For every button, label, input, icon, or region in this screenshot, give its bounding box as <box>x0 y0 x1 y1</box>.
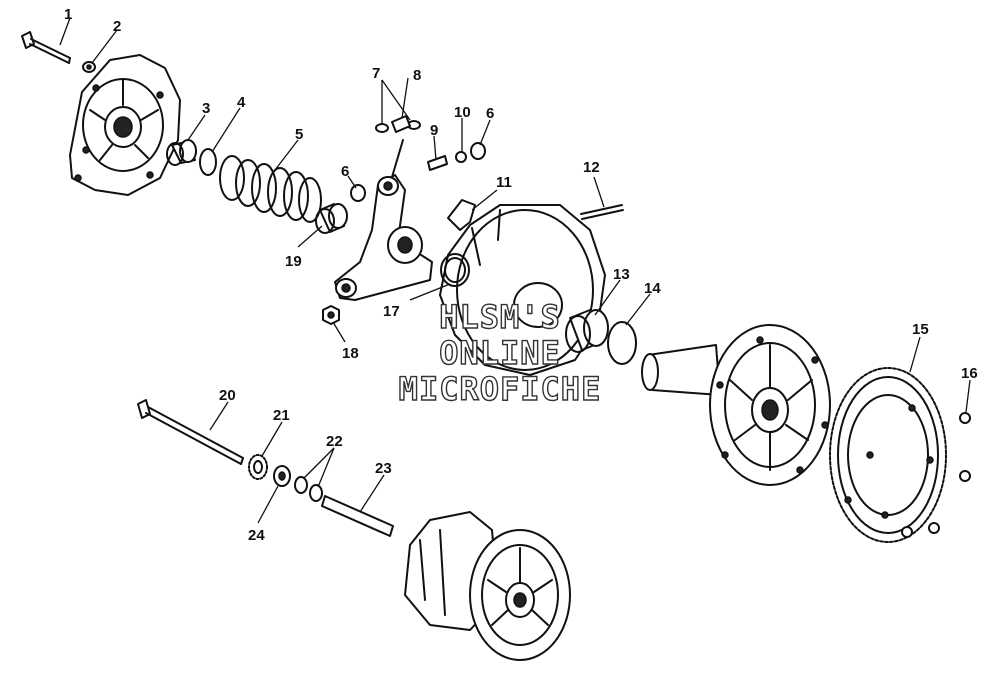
moving-sheave <box>439 204 606 376</box>
callout-23: 23 <box>375 460 392 477</box>
watermark: HLSM'S ONLINE MICROFICHE <box>398 297 602 408</box>
part-15-ring-gear <box>829 367 947 543</box>
watermark-line-1: HLSM'S <box>439 298 561 336</box>
callout-10: 10 <box>454 104 471 121</box>
part-20-long-bolt <box>137 399 244 465</box>
callout-7: 7 <box>372 65 380 82</box>
callout-11: 11 <box>496 174 512 191</box>
part-24-bushing <box>273 465 291 487</box>
callout-labels: 1 2 3 4 5 6 7 8 9 10 6 11 12 13 14 15 16… <box>64 6 978 544</box>
part-7-8-pin-and-washers <box>375 115 421 133</box>
callout-5: 5 <box>295 126 303 143</box>
callout-6-left: 6 <box>341 163 349 180</box>
callout-8: 8 <box>413 67 421 84</box>
callout-4: 4 <box>237 94 246 111</box>
part-4-snap-ring <box>199 148 217 176</box>
callout-17: 17 <box>383 303 400 320</box>
part-1-bolt <box>21 31 71 64</box>
callout-18: 18 <box>342 345 359 362</box>
callout-14: 14 <box>644 280 661 297</box>
callout-6-right: 6 <box>486 105 494 122</box>
part-19-bushing <box>315 203 348 234</box>
part-14-snap-ring <box>607 321 637 365</box>
part-18-nut <box>322 305 340 325</box>
part-16-screws <box>901 412 971 538</box>
spider-arm-assembly <box>334 139 433 301</box>
part-17-ring <box>440 253 470 287</box>
callout-15: 15 <box>912 321 929 338</box>
callout-21: 21 <box>273 407 290 424</box>
callout-22: 22 <box>326 433 343 450</box>
part-23-pin <box>321 495 394 537</box>
callout-1: 1 <box>64 6 72 23</box>
callout-20: 20 <box>219 387 236 404</box>
part-13-bushing <box>565 309 609 353</box>
lower-clutch-assembly <box>404 511 571 661</box>
cover-plate <box>69 54 181 196</box>
part-10-washer <box>455 151 467 163</box>
callout-24: 24 <box>248 527 265 544</box>
part-9-pin <box>427 155 448 171</box>
callout-3: 3 <box>202 100 210 117</box>
part-12-pin <box>580 204 624 220</box>
callout-2: 2 <box>113 18 121 35</box>
part-5-spring <box>219 155 322 223</box>
part-22-washers <box>294 476 323 502</box>
callout-13: 13 <box>613 266 630 283</box>
callout-12: 12 <box>583 159 600 176</box>
fixed-sheave-with-shaft <box>641 324 831 486</box>
part-11-flyweight <box>447 199 476 231</box>
watermark-line-3: MICROFICHE <box>399 370 602 408</box>
leader-lines <box>59 17 971 524</box>
part-6-roller-right <box>470 142 486 160</box>
watermark-line-2: ONLINE <box>439 334 561 372</box>
part-2-washer <box>82 61 96 73</box>
part-6-roller-left <box>350 184 366 202</box>
callout-9: 9 <box>430 122 438 139</box>
callout-19: 19 <box>285 253 302 270</box>
part-21-lock-washer <box>248 454 268 480</box>
callout-16: 16 <box>961 365 978 382</box>
